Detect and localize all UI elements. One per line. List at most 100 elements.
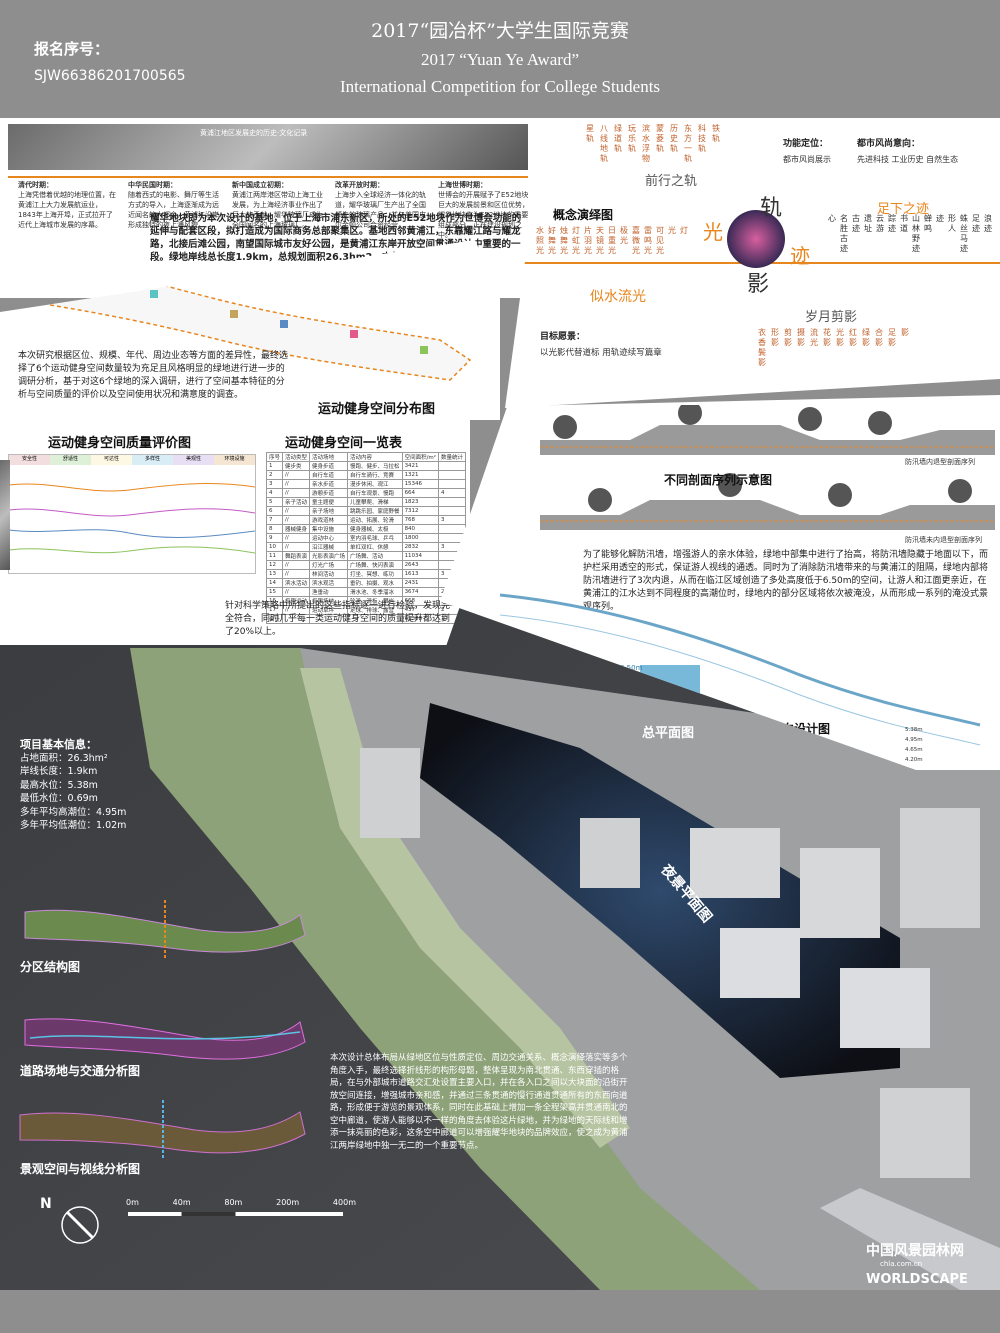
title-en-2: International Competition for College St… [339, 77, 661, 96]
title-cn: 2017“园冶杯”大学生国际竞赛 [371, 20, 629, 42]
table-cell: 1613 [401, 569, 439, 579]
left-chars-word: 日重光 [608, 226, 616, 255]
view-diagram [19, 1100, 306, 1158]
right-chars-word: 踪迹 [888, 214, 896, 233]
section-diagram [540, 405, 995, 530]
bottom-chars-word: 影 [901, 328, 909, 337]
left-chars-word: 灯 [680, 226, 688, 235]
road-diagram [24, 1018, 306, 1060]
left-chars-word: 水照光 [536, 226, 544, 255]
table-cell: 2643 [401, 560, 439, 570]
table-cell: 7 [265, 515, 284, 525]
quality-photos [0, 460, 10, 570]
section-caption-2: 防汛墙未内退型剖面序列 [905, 536, 982, 544]
table-cell: 渔垂动 [309, 587, 349, 597]
research-text: 本次研究根据区位、规模、年代、周边业态等方面的差异性，最终选择了6个运动健身空间… [18, 351, 289, 400]
table-cell: 健步类 [282, 461, 311, 471]
bottom-chars-word: 红影 [849, 328, 857, 347]
table-cell: 3421 [401, 461, 439, 471]
table-cell: 12 [265, 560, 284, 570]
table-cell: 运动、拓展、轮滑 [347, 515, 403, 525]
concept-title: 概念演绎图 [553, 208, 614, 222]
table-cell: 2 [265, 470, 284, 480]
table-cell: // [282, 515, 311, 525]
section-description: 为了能够化解防汛墙，增强游人的亲水体验，绿地中部集中进行了抬高，将防汛墙隐藏于地… [583, 550, 989, 612]
table-cell: 自行车骑行、竞赛 [347, 470, 403, 480]
bottom-chars-word: 形影 [771, 328, 779, 347]
table-cell: 8 [265, 524, 284, 534]
table-cell: 15346 [401, 479, 439, 489]
table-cell: 童主题便 [309, 497, 349, 507]
table-cell: 14 [265, 578, 284, 588]
table-cell: 6 [265, 506, 284, 516]
table-cell: // [282, 470, 311, 480]
concept-panel: 星轨八线地轨绿道轨玩乐轨滨水浮物蒙菱轨历史轨东方一轨科技轨铁轨 功能定位： 都市… [505, 118, 1000, 408]
table-cell: 7312 [401, 506, 439, 516]
left-chars-word: 光 [668, 226, 676, 235]
table-cell: // [282, 506, 311, 516]
concept-left-chars: 水照光好舞光烛舞光灯虹光片羽光天镜光日重光极光嘉微光雷鸣光可见光光灯 [535, 226, 689, 256]
table-cell: 游憩步道 [309, 488, 349, 498]
table-cell: 768 [401, 515, 439, 525]
table-cell: 自行车道 [309, 470, 349, 480]
era-prc: 新中国成立初期： 黄浦江两岸港区带动上海工业发展，为上海经济事业作出了巨大的贡献… [232, 181, 323, 229]
left-chars-word: 雷鸣光 [644, 226, 652, 255]
era-republic: 中华民国时期： 随着西式的电影、舞厅等生活方式的导入，上海逐渐成为远近闻名的大都… [128, 181, 219, 229]
project-info: 项目基本信息： 占地面积：26.3hm² 岸线长度：1.9km 最高水位：5.3… [20, 738, 127, 831]
table-cell: 垂钓、拍摄、观水 [347, 578, 403, 588]
table-cell: 器械健身 [282, 524, 311, 534]
section-caption-1: 防汛墙内退型剖面序列 [905, 458, 975, 466]
left-chars-word: 天镜光 [596, 226, 604, 255]
registration-label: 报名序号： [34, 40, 110, 58]
table-cell: 9 [265, 533, 284, 543]
right-chars-word: 迹 [936, 214, 944, 223]
table-cell: 滑水池、冬季溜冰 [347, 587, 403, 597]
quality-legend: 安全性 舒适性 可达性 多样性 美观性 环境设施 [9, 455, 255, 465]
table-cell: // [282, 587, 311, 597]
right-chars-word: 山林野迹 [912, 214, 920, 253]
table-cell [437, 524, 467, 534]
table-cell [282, 614, 311, 624]
footer-logo-url: chla.com.cn [880, 1260, 923, 1268]
list-title: 运动健身空间一览表 [285, 436, 403, 451]
urban-value: 先进科技 工业历史 自然生态 [857, 155, 959, 164]
bottom-chars-word: 足影 [888, 328, 896, 347]
table-cell: 10 [265, 542, 284, 552]
top-chars-word: 科技轨 [698, 124, 706, 153]
table-cell [437, 506, 467, 516]
top-chars-word: 滨水浮物 [642, 124, 650, 163]
master-plan-title: 总平面图 [642, 726, 695, 741]
table-cell: 游戏道林 [309, 515, 349, 525]
top-chars-word: 铁轨 [712, 124, 720, 143]
left-chars-word: 烛舞光 [560, 226, 568, 255]
north-arrow-icon [61, 1206, 99, 1244]
scale-labels: 0m 40m 80m 200m 400m [126, 1198, 356, 1207]
top-chars-word: 绿道轨 [614, 124, 622, 153]
table-cell: 亲水步道 [309, 479, 349, 489]
table-cell: // [282, 569, 311, 579]
project-info-title: 项目基本信息： [20, 738, 97, 751]
site-description: 耀华地块即为本次设计的基地，位于上海市浦东新区，所处的E52地块作为世博会功能的… [150, 213, 522, 263]
table-cell: 664 [401, 488, 439, 498]
table-cell: // [282, 560, 311, 570]
table-cell [437, 461, 467, 471]
table-cell: 滨水观活 [309, 578, 349, 588]
function-value: 都市风尚展示 [783, 155, 831, 164]
table-cell: 1321 [401, 470, 439, 480]
table-cell: 11 [265, 551, 284, 561]
bottom-chars-word: 剪影 [784, 328, 792, 347]
right-chars-word: 蛛丝马迹 [960, 214, 968, 253]
table-cell: 3 [265, 479, 284, 489]
concept-right-chars: 心名胜古迹古迹遗址云游踪迹书道山林野迹蝉鸣迹形人蛛丝马迹足迹浪迹 [827, 214, 993, 254]
table-cell: 单杠双杠、休憩 [347, 542, 403, 552]
zone-title: 分区结构图 [20, 960, 81, 974]
